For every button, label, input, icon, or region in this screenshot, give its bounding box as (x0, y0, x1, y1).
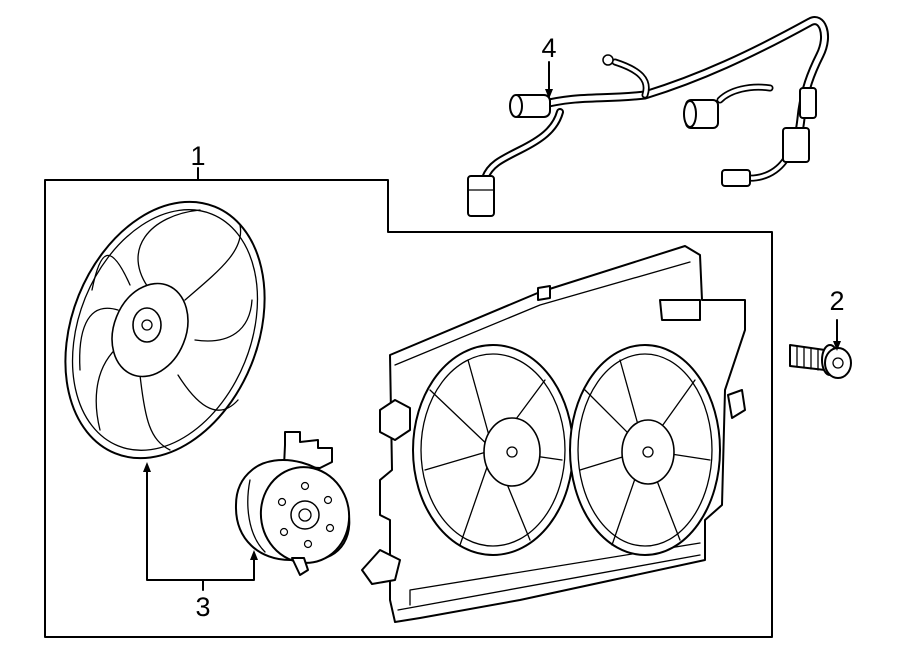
assembly-frame (44, 179, 773, 638)
callout-1-label: 1 (190, 141, 205, 171)
fan-shroud (361, 245, 746, 623)
fan-blade (64, 200, 266, 460)
bolt (789, 344, 852, 379)
fan-motor (234, 431, 351, 576)
callout-3-label: 3 (195, 592, 210, 622)
callout-2-label: 2 (829, 286, 844, 316)
callout-3-leader (143, 462, 258, 581)
wire-harness (467, 16, 829, 217)
callout-4-label: 4 (541, 33, 556, 63)
